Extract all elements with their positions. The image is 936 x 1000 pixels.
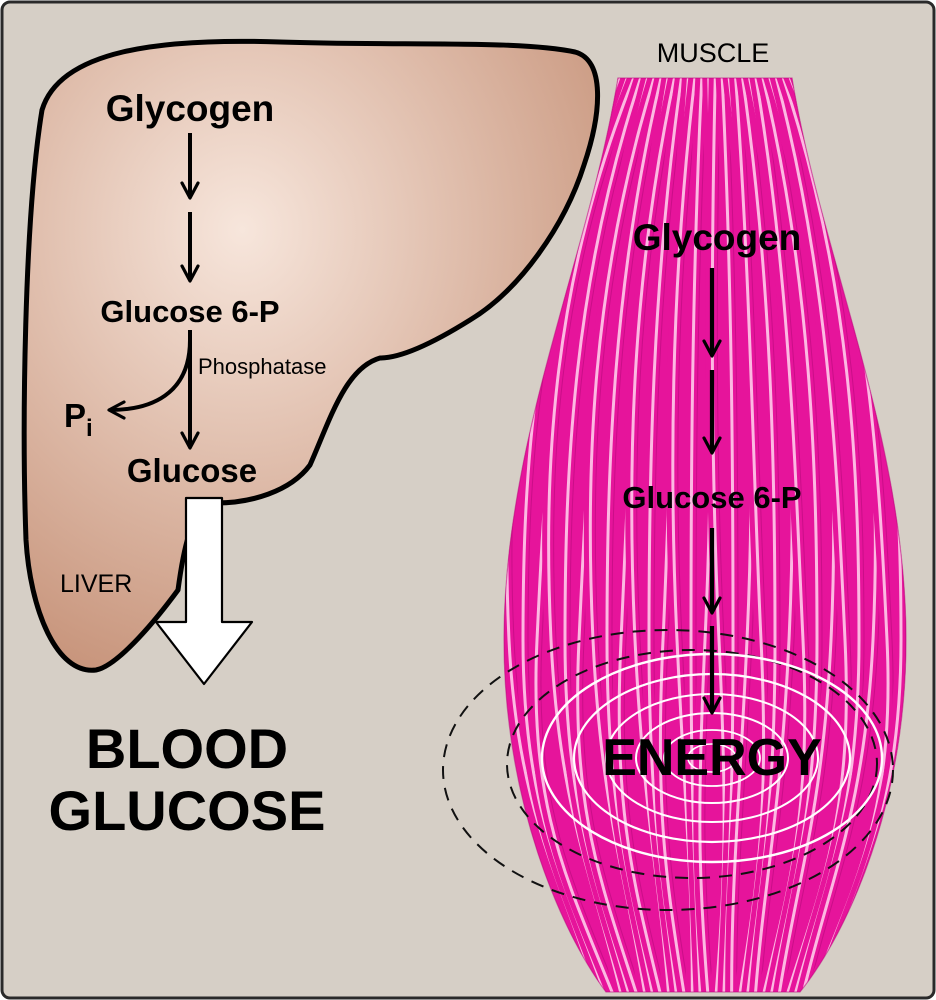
liver-pathway-arrows [107,133,200,450]
muscle-glucose-6p-label: Glucose 6-P [622,480,801,515]
muscle-organ-label: MUSCLE [657,38,770,68]
muscle-glycogen-label: Glycogen [633,217,802,258]
liver-organ-label: LIVER [60,570,132,598]
liver-glucose-label: Glucose [127,452,257,489]
liver-glucose-6p-label: Glucose 6-P [100,294,279,329]
phosphate-release-arrow-icon [107,339,192,420]
liver-to-blood-arrow-icon [154,496,254,686]
phosphate-label: Pi [64,397,93,442]
liver-glycogen-label: Glycogen [106,88,275,129]
liver-organ [21,38,600,673]
blood-label-line-1: BLOOD [86,717,288,780]
phosphatase-enzyme-label: Phosphatase [198,354,326,379]
blood-label-line-2: GLUCOSE [49,779,326,842]
energy-label: ENERGY [602,729,822,787]
